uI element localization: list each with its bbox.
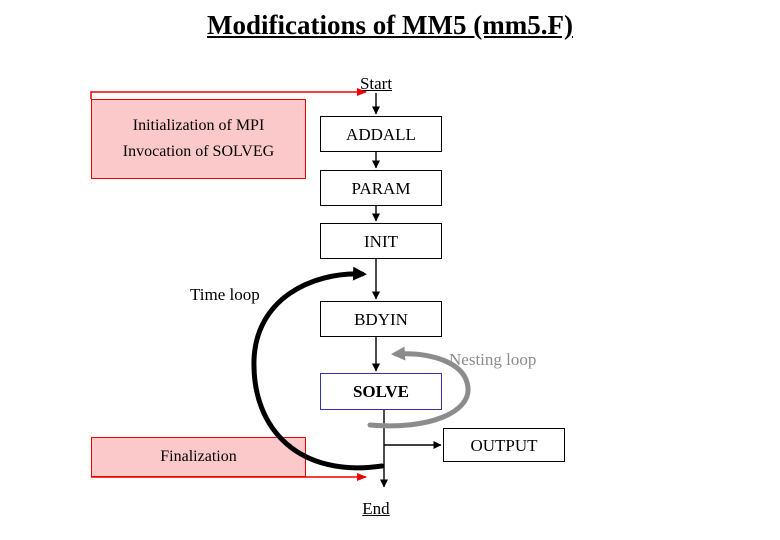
end-label: End [362, 499, 390, 518]
time-loop-label: Time loop [190, 285, 260, 304]
node-output[interactable]: OUTPUT [443, 428, 565, 462]
annotation-initialization-connector [90, 88, 367, 99]
nesting-loop-label: Nesting loop [449, 350, 537, 369]
node-param[interactable]: PARAM [320, 170, 442, 206]
node-addall-label: ADDALL [346, 124, 416, 144]
node-solve[interactable]: SOLVE [320, 373, 442, 410]
node-bdyin-label: BDYIN [354, 309, 408, 329]
start-label: Start [359, 74, 393, 93]
node-solve-label: SOLVE [352, 382, 410, 401]
page-title: Modifications of MM5 (mm5.F) [207, 10, 573, 40]
annotation-finalization-line-1: Finalization [160, 448, 237, 465]
annotation-initialization-line-1: Initialization of MPI [132, 117, 265, 134]
node-init[interactable]: INIT [320, 223, 442, 259]
node-output-label: OUTPUT [470, 435, 538, 455]
annotation-finalization: Finalization [91, 437, 306, 477]
annotation-initialization: Initialization of MPI Invocation of SOLV… [91, 99, 306, 179]
node-init-label: INIT [364, 231, 398, 251]
node-addall[interactable]: ADDALL [320, 116, 442, 152]
annotation-initialization-line-2: Invocation of SOLVEG [122, 143, 275, 160]
node-bdyin[interactable]: BDYIN [320, 301, 442, 337]
node-param-label: PARAM [351, 178, 411, 198]
